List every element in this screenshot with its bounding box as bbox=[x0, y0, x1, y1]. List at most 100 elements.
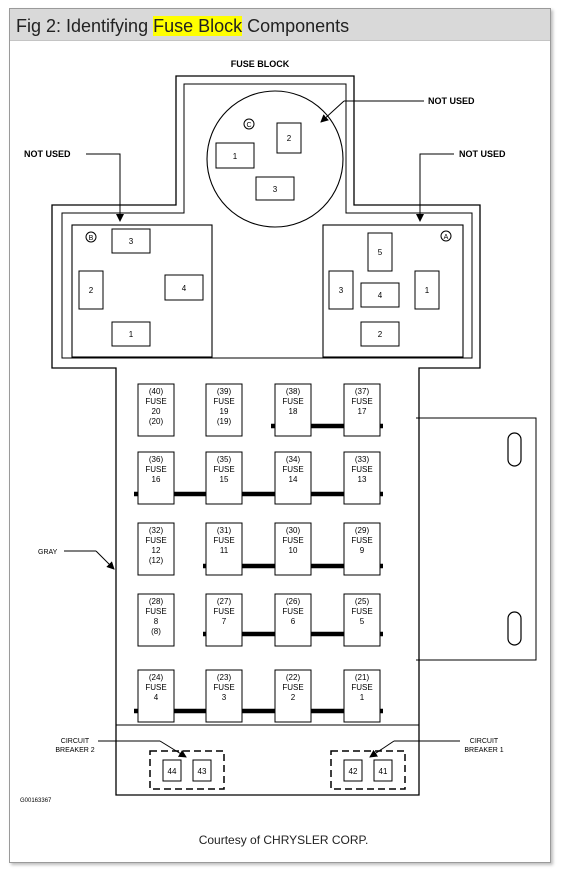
fuse-label-line: (33) bbox=[355, 455, 370, 464]
not-used-label-c: NOT USED bbox=[428, 96, 475, 106]
fuse-label-line: 20 bbox=[152, 407, 161, 416]
fuse-label-line: 1 bbox=[360, 693, 365, 702]
fuse-outline bbox=[343, 383, 381, 437]
fuse-label-line: 3 bbox=[222, 693, 227, 702]
not-used-label-b: NOT USED bbox=[24, 149, 71, 159]
fuse-label-line: FUSE bbox=[282, 536, 303, 545]
not-used-c-arrow bbox=[320, 100, 345, 123]
fuse-outline bbox=[343, 522, 381, 576]
relay-c-slot-label: 2 bbox=[287, 134, 292, 143]
fuse-outline bbox=[137, 522, 175, 576]
relay-c-circle bbox=[206, 90, 344, 228]
fuse-label-line: FUSE bbox=[351, 607, 372, 616]
breaker-1-label-line2: BREAKER 1 bbox=[464, 747, 503, 754]
figure-title-bar: Fig 2: Identifying Fuse Block Components bbox=[10, 9, 550, 41]
fuse-label-line: (19) bbox=[217, 417, 232, 426]
title-prefix: Fig 2: Identifying bbox=[16, 16, 154, 36]
relay-b-slot-label: 1 bbox=[129, 330, 134, 339]
fuse-layer: (40)FUSE20(20)(39)FUSE19(19)(38)FUSE18(3… bbox=[137, 383, 381, 723]
relay-b-slot-label: 2 bbox=[89, 286, 94, 295]
breaker-slot bbox=[343, 759, 363, 782]
fuse-label-line: (32) bbox=[149, 526, 164, 535]
fuse-label-line: 8 bbox=[154, 617, 159, 626]
relay-a-slot bbox=[360, 282, 400, 308]
fuse-label-line: (28) bbox=[149, 597, 164, 606]
relay-b-slot-label: 3 bbox=[129, 237, 134, 246]
fuse-label-line: 10 bbox=[289, 546, 298, 555]
fuse-outline bbox=[137, 593, 175, 647]
circuit-breaker-2-outline bbox=[149, 750, 225, 790]
fuse-label-line: (35) bbox=[217, 455, 232, 464]
fuse-outline bbox=[137, 451, 175, 505]
fuse-label-line: (30) bbox=[286, 526, 301, 535]
fuse-label-line: 18 bbox=[289, 407, 298, 416]
relay-c-letter: C bbox=[246, 122, 251, 129]
fuse-label-line: (23) bbox=[217, 673, 232, 682]
breaker-slot bbox=[162, 759, 182, 782]
bracket-slot-bottom bbox=[507, 611, 522, 646]
fuse-label-line: FUSE bbox=[351, 397, 372, 406]
fuse-label-line: (29) bbox=[355, 526, 370, 535]
fuse-label-line: FUSE bbox=[351, 683, 372, 692]
fuse-outline bbox=[205, 669, 243, 723]
gray-arrow bbox=[95, 550, 115, 570]
fuse-label-line: FUSE bbox=[282, 683, 303, 692]
fuse-label-line: FUSE bbox=[351, 536, 372, 545]
fuse-label-line: (21) bbox=[355, 673, 370, 682]
fuse-outline bbox=[205, 383, 243, 437]
fuse-label-line: 15 bbox=[220, 475, 229, 484]
fuse-label-line: 2 bbox=[291, 693, 296, 702]
fuse-label-line: 6 bbox=[291, 617, 296, 626]
fuse-label-line: FUSE bbox=[145, 465, 166, 474]
fuse-outline bbox=[343, 669, 381, 723]
relay-a-slot-label: 1 bbox=[425, 286, 430, 295]
relay-a-slot bbox=[360, 321, 400, 347]
relay-b-slot bbox=[164, 274, 204, 301]
fuse-outline bbox=[205, 451, 243, 505]
fuse-label-line: (20) bbox=[149, 417, 164, 426]
fuse-label-line: (34) bbox=[286, 455, 301, 464]
fuse-label-line: 12 bbox=[152, 546, 161, 555]
fuse-label-line: 4 bbox=[154, 693, 159, 702]
figure-code: G00163367 bbox=[20, 798, 52, 804]
fuse-label-line: FUSE bbox=[145, 397, 166, 406]
fuse-outline bbox=[137, 383, 175, 437]
relay-b-slot-label: 4 bbox=[182, 284, 187, 293]
fuse-label-line: (22) bbox=[286, 673, 301, 682]
fuse-label-line: FUSE bbox=[213, 607, 234, 616]
relay-a-slot bbox=[414, 270, 440, 310]
fuse-label-line: FUSE bbox=[282, 397, 303, 406]
relay-c-slot-label: 3 bbox=[273, 185, 278, 194]
relay-a-slot bbox=[367, 232, 393, 272]
fuse-outline bbox=[343, 593, 381, 647]
fuse-label-line: 7 bbox=[222, 617, 227, 626]
fuse-outline bbox=[205, 593, 243, 647]
relay-b-slot bbox=[111, 321, 151, 347]
circuit-breaker-1-outline bbox=[330, 750, 406, 790]
figure-credit: Courtesy of CHRYSLER CORP. bbox=[198, 833, 369, 847]
fuse-label-line: FUSE bbox=[282, 607, 303, 616]
fuse-label-line: FUSE bbox=[213, 683, 234, 692]
fuse-label-line: (8) bbox=[151, 627, 161, 636]
fuse-label-line: (27) bbox=[217, 597, 232, 606]
fuse-label-line: (40) bbox=[149, 387, 164, 396]
relay-a-slot-label: 2 bbox=[378, 330, 383, 339]
relay-c-slot bbox=[255, 176, 295, 201]
figure-title: Fig 2: Identifying Fuse Block Components bbox=[16, 16, 349, 37]
breaker-slot bbox=[192, 759, 212, 782]
breaker-slot-label: 42 bbox=[349, 767, 358, 776]
fuse-label-line: (26) bbox=[286, 597, 301, 606]
relay-a-slot-label: 3 bbox=[339, 286, 344, 295]
fuse-outline bbox=[205, 522, 243, 576]
not-used-a-arrow bbox=[416, 153, 454, 222]
gray-label: GRAY bbox=[38, 549, 58, 556]
